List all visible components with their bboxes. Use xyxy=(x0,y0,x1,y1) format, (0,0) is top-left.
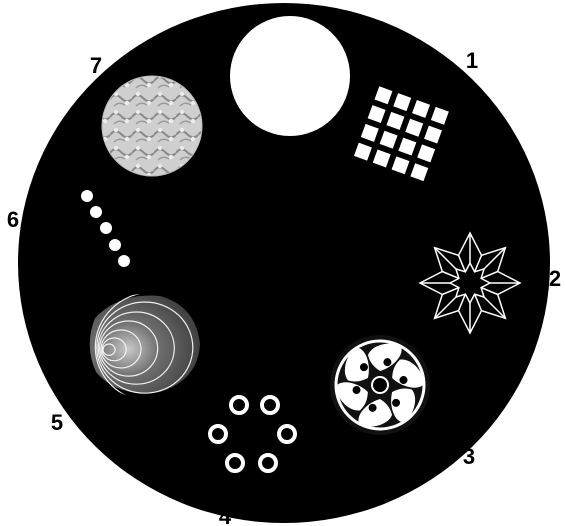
gobo-3-pinwheel[interactable] xyxy=(330,335,430,435)
gobo-label-2: 2 xyxy=(549,266,561,291)
dot xyxy=(90,206,102,218)
open-aperture-slot[interactable] xyxy=(230,16,350,136)
gobo-7-texture[interactable] xyxy=(102,76,202,176)
dot xyxy=(109,239,121,251)
gobo-label-7: 7 xyxy=(90,53,102,78)
dot xyxy=(100,222,112,234)
gobo-label-1: 1 xyxy=(466,48,478,73)
gobo-label-4: 4 xyxy=(219,504,232,526)
gobo-label-6: 6 xyxy=(7,207,19,232)
dot xyxy=(81,190,93,202)
gobo-label-3: 3 xyxy=(463,444,475,469)
gobo-label-5: 5 xyxy=(51,410,63,435)
dot xyxy=(118,255,130,267)
